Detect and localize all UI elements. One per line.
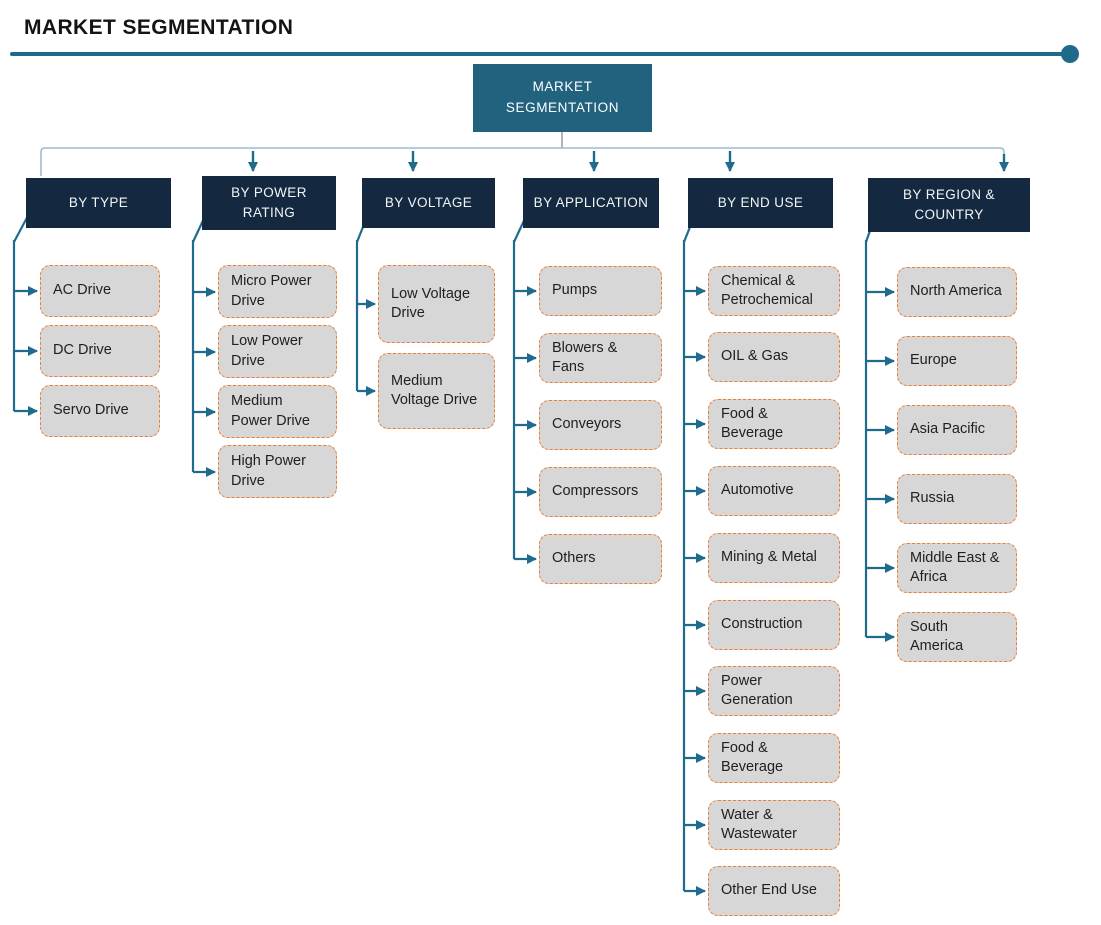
- segment-item: Servo Drive: [40, 385, 160, 437]
- segment-item: OIL & Gas: [708, 332, 840, 382]
- segment-item: Food & Beverage: [708, 733, 840, 783]
- segment-item: DC Drive: [40, 325, 160, 377]
- column-header-by-application: BY APPLICATION: [523, 178, 659, 228]
- segment-item: Water & Wastewater: [708, 800, 840, 850]
- title-underline-rule: [10, 52, 1071, 56]
- segment-item: Other End Use: [708, 866, 840, 916]
- column-header-by-region-country: BY REGION & COUNTRY: [868, 178, 1030, 232]
- segment-item: Chemical & Petrochemical: [708, 266, 840, 316]
- segment-item: Power Generation: [708, 666, 840, 716]
- distribution-line: [40, 147, 1005, 176]
- segment-item: AC Drive: [40, 265, 160, 317]
- title-rule-end-dot: [1061, 45, 1079, 63]
- column-header-by-power-rating: BY POWER RATING: [202, 176, 336, 230]
- column-header-by-type: BY TYPE: [26, 178, 171, 228]
- segment-item: Others: [539, 534, 662, 584]
- segment-item: North America: [897, 267, 1017, 317]
- segment-item: Micro Power Drive: [218, 265, 337, 318]
- segment-item: South America: [897, 612, 1017, 662]
- segment-item: Low Power Drive: [218, 325, 337, 378]
- root-node: MARKET SEGMENTATION: [473, 64, 652, 132]
- segment-item: Conveyors: [539, 400, 662, 450]
- segment-item: Construction: [708, 600, 840, 650]
- segment-item: Compressors: [539, 467, 662, 517]
- segment-item: Pumps: [539, 266, 662, 316]
- segment-item: High Power Drive: [218, 445, 337, 498]
- segment-item: Mining & Metal: [708, 533, 840, 583]
- segment-item: Automotive: [708, 466, 840, 516]
- segment-item: Russia: [897, 474, 1017, 524]
- segment-item: Medium Voltage Drive: [378, 353, 495, 429]
- segment-item: Blowers & Fans: [539, 333, 662, 383]
- segment-item: Asia Pacific: [897, 405, 1017, 455]
- segment-item: Medium Power Drive: [218, 385, 337, 438]
- segment-item: Middle East & Africa: [897, 543, 1017, 593]
- segment-item: Food & Beverage: [708, 399, 840, 449]
- segment-item: Low Voltage Drive: [378, 265, 495, 343]
- column-header-by-end-use: BY END USE: [688, 178, 833, 228]
- page-title: MARKET SEGMENTATION: [24, 16, 294, 39]
- segment-item: Europe: [897, 336, 1017, 386]
- column-header-by-voltage: BY VOLTAGE: [362, 178, 495, 228]
